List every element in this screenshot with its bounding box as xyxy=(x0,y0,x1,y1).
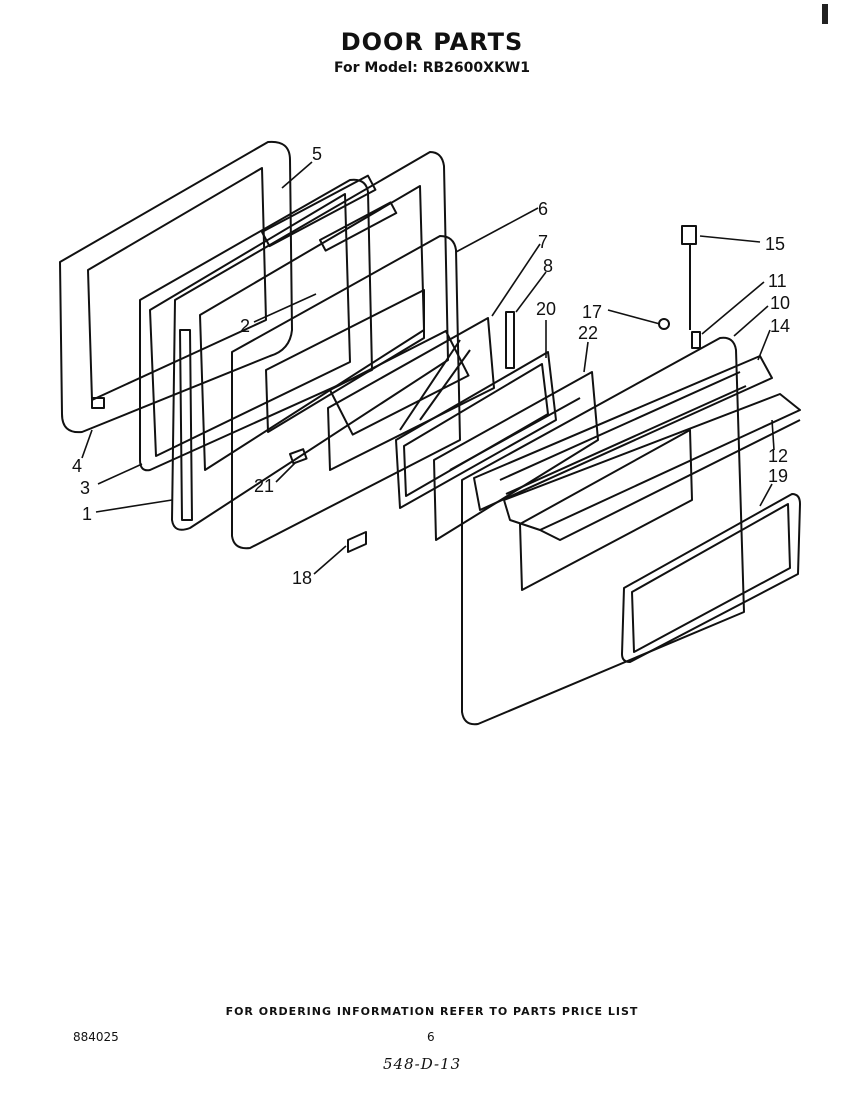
callout-7: 7 xyxy=(538,232,548,252)
callout-15: 15 xyxy=(765,234,785,254)
part-18-clip xyxy=(347,531,367,553)
corner-mark xyxy=(822,4,828,24)
callout-18: 18 xyxy=(292,568,312,588)
callout-10: 10 xyxy=(770,293,790,313)
document-code: 884025 xyxy=(73,1030,119,1044)
part-8-bracket xyxy=(505,311,515,369)
part-11-spring xyxy=(691,331,701,349)
callout-21: 21 xyxy=(254,476,274,496)
part-7-glass xyxy=(327,317,495,471)
callout-20: 20 xyxy=(536,299,556,319)
part-10-outer-panel xyxy=(461,336,745,726)
callout-2: 2 xyxy=(240,316,250,336)
page-title: DOOR PARTS xyxy=(340,28,524,56)
callout-17: 17 xyxy=(582,302,602,322)
ordering-note: FOR ORDERING INFORMATION REFER TO PARTS … xyxy=(225,1005,639,1018)
part-19-window-trim xyxy=(621,493,801,663)
callout-6: 6 xyxy=(538,199,548,219)
callout-11: 11 xyxy=(768,271,787,291)
callout-12: 12 xyxy=(768,446,788,466)
part-12-handle xyxy=(503,393,801,541)
part-15-clip xyxy=(681,225,697,330)
callout-8: 8 xyxy=(543,256,553,276)
part-14-vent-trim xyxy=(473,355,773,511)
callout-3: 3 xyxy=(80,478,90,498)
handwritten-note: 548-D-13 xyxy=(383,1055,462,1073)
callout-14: 14 xyxy=(770,316,790,336)
model-subtitle: For Model: RB2600XKW1 xyxy=(334,60,530,76)
part-4-back-panel xyxy=(59,140,293,434)
part-20-gasket xyxy=(395,351,557,509)
part-21-stop xyxy=(289,448,308,465)
callout-19: 19 xyxy=(768,466,788,486)
part-1-inner-liner xyxy=(171,151,449,531)
callout-1: 1 xyxy=(82,504,92,524)
part-6-inner-panel xyxy=(231,235,470,550)
page-number: 6 xyxy=(427,1030,435,1044)
callout-5: 5 xyxy=(312,144,322,164)
callout-22: 22 xyxy=(578,323,598,343)
callout-4: 4 xyxy=(72,456,82,476)
part-17-screw xyxy=(658,318,670,330)
part-22-glass xyxy=(433,371,599,541)
